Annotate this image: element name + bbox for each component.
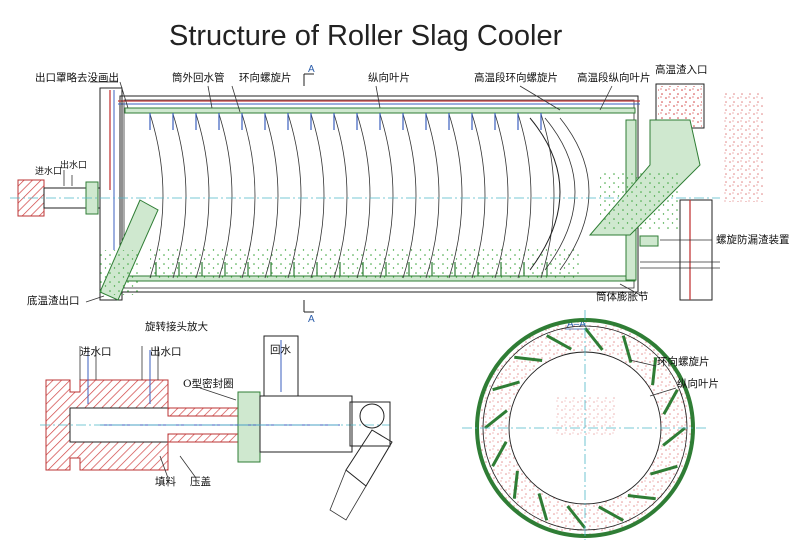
spiral-ring xyxy=(356,113,371,279)
label-o-ring: O型密封圈 xyxy=(183,377,234,390)
label-water-out: 出水口 xyxy=(150,345,182,358)
label-water-in: 进水口 xyxy=(80,346,112,358)
section-blade xyxy=(492,380,520,392)
label-packing: 填料 xyxy=(155,475,176,488)
spiral-ring xyxy=(241,113,256,279)
label-gland: 压盖 xyxy=(190,475,211,488)
main-cooler-view: A A xyxy=(10,64,764,325)
label-long-blade-aa: 纵向叶片 xyxy=(677,377,719,390)
section-blades xyxy=(484,327,686,529)
section-blade xyxy=(566,505,587,529)
section-blade xyxy=(514,355,543,362)
label-ring-spiral: 环向螺旋片 xyxy=(239,71,292,84)
spiral-ring xyxy=(218,113,233,279)
section-blade xyxy=(583,327,604,351)
spiral-ring xyxy=(540,113,555,279)
label-joint-detail: 旋转接头放大 xyxy=(145,320,208,333)
label-ring-spiral-aa: 环向螺旋片 xyxy=(657,355,710,368)
diagram-title: Structure of Roller Slag Cooler xyxy=(169,20,563,52)
spiral-ring xyxy=(195,113,210,279)
label-shell-expansion: 筒体膨胀节 xyxy=(596,290,649,303)
label-long-blade: 纵向叶片 xyxy=(368,71,410,84)
section-mark-top: A xyxy=(308,64,315,75)
spiral-ring xyxy=(379,113,394,279)
section-blade xyxy=(512,470,519,499)
longitudinal-blades xyxy=(149,113,548,276)
spiral-leak-guard xyxy=(639,235,659,247)
label-water-in-small: 进水口 xyxy=(35,165,62,177)
spiral-ring xyxy=(264,113,279,279)
label-water-out-small: 出水口 xyxy=(60,159,87,171)
section-blade xyxy=(621,335,633,363)
section-blade xyxy=(662,389,679,415)
label-leak-guard: 螺旋防漏渣装置 xyxy=(716,233,790,246)
ring-spirals xyxy=(149,113,555,279)
spiral-ring xyxy=(425,113,440,279)
section-blade xyxy=(627,494,656,501)
spiral-ring xyxy=(149,113,164,279)
label-hot-long-blade: 高温段纵向叶片 xyxy=(577,71,651,84)
label-outlet-hood: 出口罩略去没画出 xyxy=(35,71,119,84)
label-return-water: 回水 xyxy=(270,344,291,356)
spiral-ring xyxy=(448,113,463,279)
spiral-ring xyxy=(172,113,187,279)
section-blade xyxy=(537,493,549,521)
spiral-ring xyxy=(517,113,532,279)
section-blade xyxy=(651,357,658,386)
spiral-ring xyxy=(494,113,509,279)
section-blade xyxy=(484,409,508,430)
spiral-ring xyxy=(287,113,302,279)
spiral-ring xyxy=(333,113,348,279)
label-hot-ring-spiral: 高温段环向螺旋片 xyxy=(474,71,558,84)
spiral-ring xyxy=(310,113,325,279)
spiral-ring xyxy=(471,113,486,279)
section-blade xyxy=(650,464,678,476)
label-low-outlet: 底温渣出口 xyxy=(27,294,80,307)
label-return-pipe: 筒外回水管 xyxy=(172,71,225,84)
spiral-ring xyxy=(402,113,417,279)
gland-flange xyxy=(237,391,261,463)
label-hot-inlet: 高温渣入口 xyxy=(655,63,708,76)
section-blade xyxy=(662,426,686,447)
section-blade xyxy=(546,334,572,351)
section-mark-bottom: A xyxy=(308,314,315,325)
section-blade xyxy=(491,441,508,467)
section-blade xyxy=(598,505,624,522)
rotary-joint-detail xyxy=(40,335,393,521)
section-a-a: A–A xyxy=(462,310,708,540)
slag-bed xyxy=(150,248,580,278)
